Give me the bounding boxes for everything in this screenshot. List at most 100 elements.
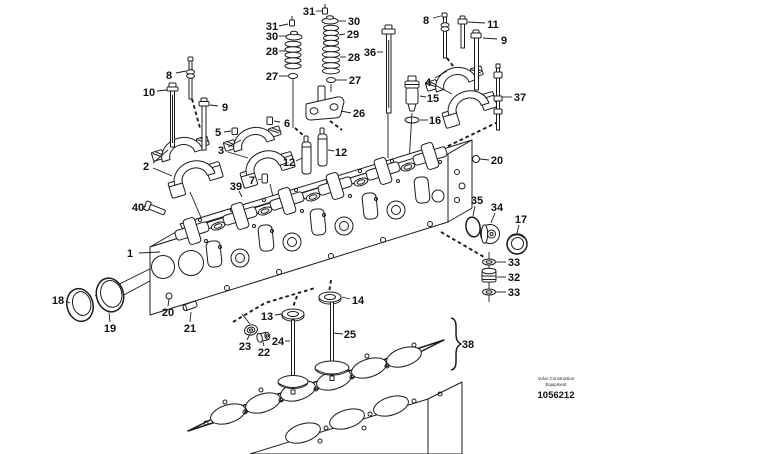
rocker-bracket-2 bbox=[148, 128, 226, 202]
part-label-23-26: 23 bbox=[239, 341, 251, 353]
valve-retainer-right bbox=[321, 15, 339, 25]
part-label-20-23: 20 bbox=[491, 155, 503, 167]
group-brace-38 bbox=[450, 317, 462, 371]
leader-line-39-47 bbox=[238, 190, 243, 198]
leader-line-5-4 bbox=[223, 130, 232, 133]
leader-line-10-11 bbox=[156, 89, 168, 92]
leader-line-26-29 bbox=[340, 110, 352, 114]
dowel-21 bbox=[182, 300, 198, 312]
part-label-9-9: 9 bbox=[222, 102, 228, 114]
part-label-10-11: 10 bbox=[143, 87, 155, 99]
part-label-30-35: 30 bbox=[266, 31, 278, 43]
part-label-6-5: 6 bbox=[284, 118, 290, 130]
head-top-deck bbox=[174, 142, 448, 245]
stud-8-left bbox=[186, 56, 195, 100]
cup-plug-34 bbox=[480, 224, 500, 244]
part-label-28-33: 28 bbox=[348, 52, 360, 64]
valve-keeper-left bbox=[289, 16, 295, 27]
leader-line-9-10 bbox=[482, 37, 498, 40]
leader-line-22-25 bbox=[262, 341, 265, 347]
leader-line-34-42 bbox=[490, 212, 496, 224]
part-label-15-17: 15 bbox=[427, 93, 439, 105]
part-label-22-25: 22 bbox=[258, 347, 270, 359]
leader-line-12-14 bbox=[327, 149, 335, 152]
injector bbox=[404, 75, 420, 112]
part-label-32-39: 32 bbox=[508, 272, 520, 284]
part-label-20-22: 20 bbox=[162, 307, 174, 319]
part-label-8-8: 8 bbox=[423, 15, 429, 27]
part-label-25-28: 25 bbox=[344, 329, 356, 341]
part-label-35-43: 35 bbox=[471, 195, 483, 207]
seal-ring-17 bbox=[506, 233, 528, 255]
leader-line-2-1 bbox=[152, 167, 173, 177]
part-label-18-20: 18 bbox=[52, 295, 64, 307]
plug-22 bbox=[256, 331, 271, 343]
leader-line-3-2 bbox=[227, 151, 249, 159]
leader-line-12-13 bbox=[295, 157, 303, 162]
head-right-face-holes bbox=[454, 169, 466, 203]
part-label-38-46: 38 bbox=[462, 339, 474, 351]
part-label-24-27: 24 bbox=[272, 336, 285, 348]
part-label-37-45: 37 bbox=[514, 92, 526, 104]
stud-8-right bbox=[440, 12, 450, 59]
cup-plug-18 bbox=[66, 287, 94, 323]
part-label-7-6: 7 bbox=[249, 175, 255, 187]
stud-37 bbox=[493, 63, 503, 131]
leader-line-40-48 bbox=[143, 205, 147, 208]
cylinder-head bbox=[149, 139, 473, 316]
valve-spring-left bbox=[284, 40, 302, 70]
leader-line-31-37 bbox=[278, 23, 289, 27]
leader-line-20-22 bbox=[167, 298, 170, 307]
leader-line-13-15 bbox=[274, 313, 283, 316]
part-label-40-48: 40 bbox=[132, 202, 144, 214]
part-label-14-16: 14 bbox=[352, 295, 365, 307]
leader-line-25-28 bbox=[332, 332, 344, 335]
part-label-1-0: 1 bbox=[127, 248, 133, 260]
part-label-19-21: 19 bbox=[104, 323, 116, 335]
pin-7 bbox=[261, 173, 268, 184]
leader-line-11-12 bbox=[467, 21, 486, 24]
tube-12-right bbox=[317, 127, 328, 167]
head-front-ports bbox=[151, 176, 445, 291]
part-label-27-30: 27 bbox=[266, 71, 278, 83]
valve-24 bbox=[277, 319, 309, 395]
leader-line-19-21 bbox=[108, 312, 111, 323]
bolt-40 bbox=[143, 200, 166, 216]
rocker-bracket-plate bbox=[305, 85, 345, 121]
bolt-36 bbox=[381, 24, 396, 114]
leader-line-9-9 bbox=[209, 104, 219, 107]
plug-32 bbox=[481, 267, 497, 283]
part-label-21-24: 21 bbox=[184, 323, 196, 335]
grommet-23 bbox=[244, 324, 258, 336]
part-label-13-15: 13 bbox=[261, 311, 273, 323]
leader-line-29-34 bbox=[338, 33, 346, 36]
o-ring-33-top bbox=[482, 258, 496, 266]
leader-line-23-26 bbox=[246, 333, 251, 341]
part-label-36-44: 36 bbox=[364, 47, 376, 59]
leader-line-14-16 bbox=[341, 296, 351, 300]
o-ring-35 bbox=[465, 216, 481, 238]
o-ring-19 bbox=[95, 277, 125, 313]
part-label-33-40: 33 bbox=[508, 257, 520, 269]
bolt-10 bbox=[166, 82, 179, 148]
leader-line-8-8 bbox=[432, 15, 442, 19]
leader-line-35-43 bbox=[472, 205, 476, 217]
head-front-bosses bbox=[230, 189, 445, 268]
part-label-39-47: 39 bbox=[230, 181, 242, 193]
part-label-4-3: 4 bbox=[425, 77, 432, 89]
cylinder-block bbox=[249, 381, 463, 454]
injector-o-ring bbox=[404, 116, 420, 124]
leader-line-21-24 bbox=[189, 311, 192, 323]
bolt-11 bbox=[457, 15, 468, 49]
part-label-11-12: 11 bbox=[487, 19, 499, 31]
part-label-8-7: 8 bbox=[166, 70, 172, 82]
leader-line-15-17 bbox=[419, 95, 427, 98]
part-label-12-14: 12 bbox=[335, 147, 347, 159]
leader-line-8-7 bbox=[175, 70, 187, 74]
part-label-30-36: 30 bbox=[348, 16, 360, 28]
publisher-block: Volvo Construction Equipment 1056212 bbox=[538, 376, 575, 401]
spring-seat-left bbox=[288, 73, 298, 79]
leader-line-20-23 bbox=[479, 158, 490, 161]
